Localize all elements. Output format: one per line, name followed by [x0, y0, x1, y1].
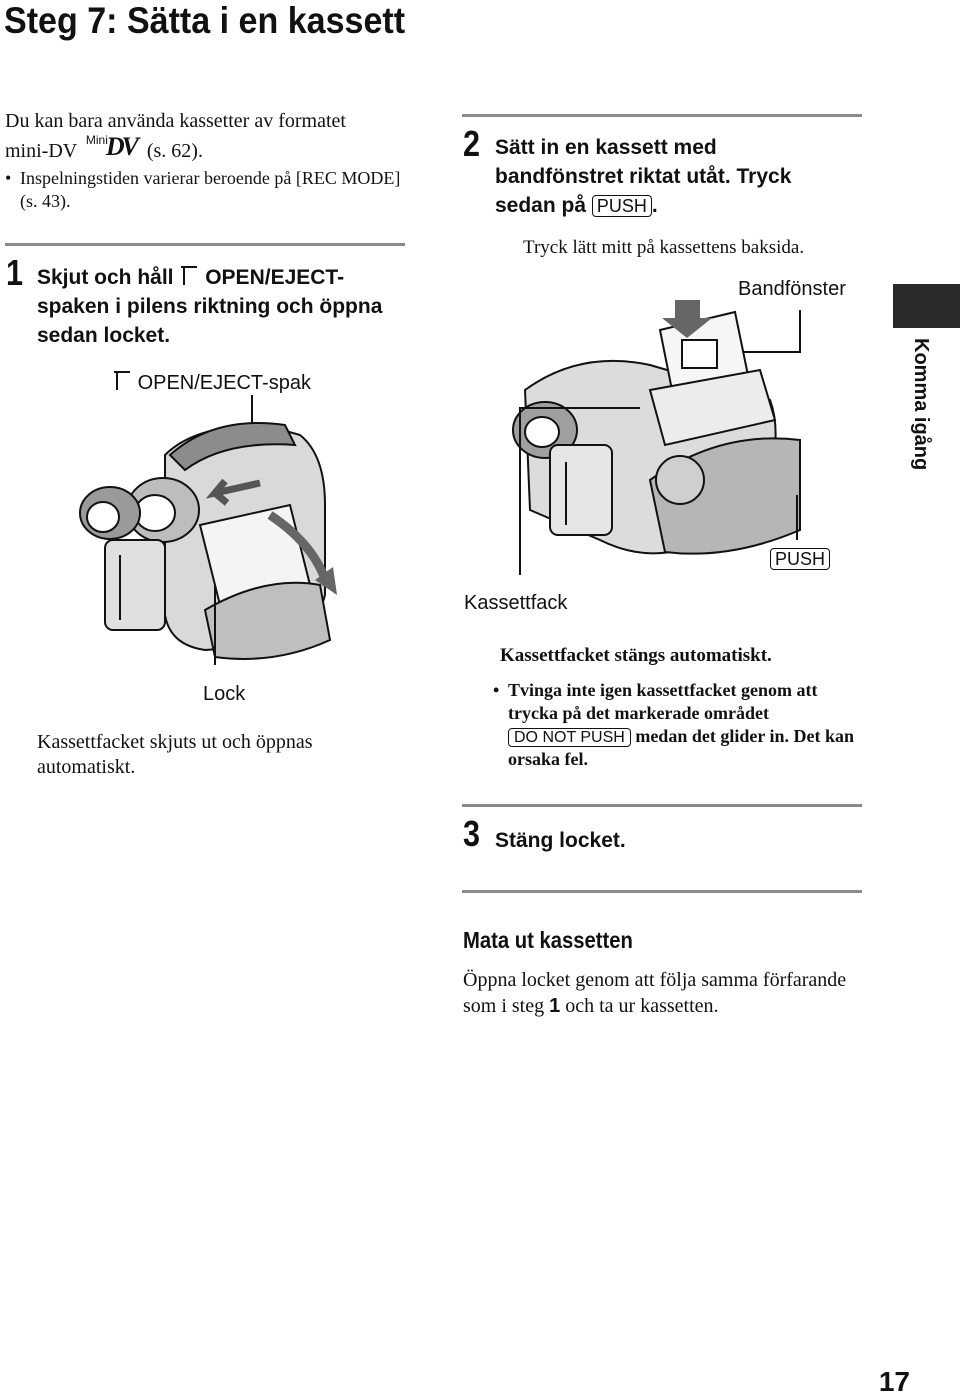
step1-instruction: Skjut och håll OPEN/EJECT-spaken i pilen…	[37, 263, 387, 350]
window-label: Bandfönster	[738, 278, 846, 300]
step1-caption: Kassettfacket skjuts ut och öppnas autom…	[37, 731, 313, 778]
page-title: Steg 7: Sätta i en kassett	[4, 0, 406, 41]
step1-number: 1	[6, 252, 24, 293]
intro-page-ref: (s. 62).	[146, 140, 203, 162]
lever-icon	[181, 266, 198, 285]
press-arrow-icon	[662, 300, 712, 338]
lock-label: Lock	[203, 683, 246, 705]
minidv-logo: Mini DV	[82, 132, 142, 161]
page-number: 17	[878, 1366, 910, 1397]
lever-label: OPEN/EJECT-spak	[112, 370, 311, 395]
eject-text: Öppna locket genom att följa samma förfa…	[463, 969, 847, 1017]
mini-label: Mini	[85, 133, 108, 147]
side-tab-marker	[893, 284, 960, 328]
step2-rule	[462, 114, 862, 117]
step-ref: 1	[549, 995, 561, 1017]
eject-rule	[462, 890, 862, 893]
lever-icon	[114, 371, 130, 390]
intro-section: Du kan bara använda kassetter av formate…	[5, 108, 405, 213]
intro-line-1: Du kan bara använda kassetter av formate…	[5, 110, 346, 132]
camera-open-illustration	[79, 395, 337, 665]
step3-instruction: Stäng locket.	[495, 829, 626, 852]
step2-warning: Tvinga inte igen kassettfacket genom att…	[493, 679, 861, 771]
step2-number: 2	[463, 123, 481, 164]
step3-number: 3	[463, 813, 481, 854]
compartment-label: Kassettfack	[464, 592, 568, 614]
step2-closes-text: Kassettfacket stängs automatiskt.	[500, 645, 772, 666]
step1-rule	[5, 243, 405, 246]
side-tab-label: Komma igång	[910, 338, 932, 471]
intro-line-2: mini-DV Mini DV (s. 62).	[5, 132, 405, 165]
camera-insert-illustration	[512, 300, 801, 575]
step2-instruction: Sätt in en kassett med bandfönstret rikt…	[495, 136, 792, 217]
step1-text-a: Skjut och håll	[37, 266, 174, 289]
donotpush-key: DO NOT PUSH	[508, 728, 631, 747]
dv-logo-text: DV	[105, 132, 139, 161]
step2-note: Tryck lätt mitt på kassettens baksida.	[523, 237, 805, 258]
push-key: PUSH	[591, 195, 652, 217]
slide-arrow-icon	[205, 478, 261, 506]
step3-rule	[462, 804, 862, 807]
intro-format-text: mini-DV	[5, 140, 77, 162]
step1-text-b: OPEN/EJECT-spaken i pilens riktning och …	[37, 266, 383, 347]
eject-heading: Mata ut kassetten	[463, 927, 633, 953]
intro-bullet: Inspelningstiden varierar beroende på [R…	[5, 167, 405, 213]
step2-text: Sätt in en kassett med bandfönstret rikt…	[495, 136, 792, 217]
push-label: PUSH	[770, 548, 831, 570]
